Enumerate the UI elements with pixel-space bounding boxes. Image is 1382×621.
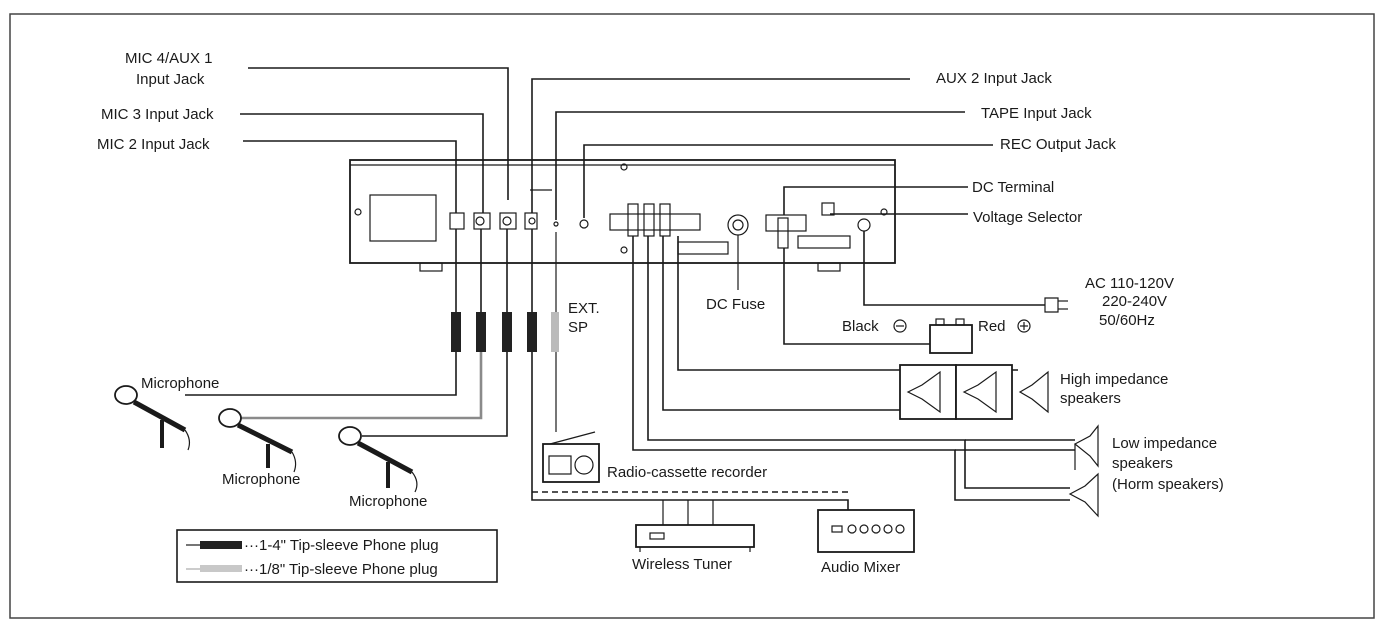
legend-eighth-plug-label: ···1/8" Tip-sleeve Phone plug	[244, 561, 438, 578]
quarter-plug	[527, 312, 537, 352]
aux2-label: AUX 2 Input Jack	[936, 70, 1052, 87]
wireless-tuner-label: Wireless Tuner	[632, 556, 732, 573]
horn-speakers-label: (Horm speakers)	[1112, 476, 1224, 493]
microphone-icon	[114, 385, 191, 451]
legend-quarter-plug-label: ···1-4" Tip-sleeve Phone plug	[244, 537, 439, 554]
quarter-plug	[451, 312, 461, 352]
microphone-label: Microphone	[349, 493, 427, 510]
audio-mixer-label: Audio Mixer	[821, 559, 900, 576]
plug-legend	[176, 529, 498, 583]
high-impedance-sub-label: speakers	[1060, 390, 1121, 407]
dc-fuse-label: DC Fuse	[706, 296, 765, 313]
eighth-plug	[551, 312, 559, 352]
horn-speakers-icon	[1068, 424, 1099, 518]
dc-terminal-label: DC Terminal	[972, 179, 1054, 196]
audio-mixer-icon	[817, 509, 915, 553]
microphone-label: Microphone	[141, 375, 219, 392]
battery-icon	[929, 318, 973, 354]
ac-voltage-alt-label: 220-240V	[1102, 293, 1167, 310]
ext-sp-label: EXT.	[568, 300, 600, 317]
wireless-tuner-icon	[635, 524, 755, 552]
ac-frequency-label: 50/60Hz	[1099, 312, 1155, 329]
red-label: Red	[978, 318, 1006, 335]
microphone-icon	[218, 408, 297, 473]
quarter-plug	[476, 312, 486, 352]
cables	[185, 229, 1075, 525]
radio-cassette-icon	[542, 431, 600, 483]
radio-cassette-label: Radio-cassette recorder	[607, 464, 767, 481]
mic4-aux1-label: MIC 4/AUX 1	[125, 50, 213, 67]
black-label: Black	[842, 318, 879, 335]
ac-plug-icon	[1044, 297, 1068, 313]
rec-label: REC Output Jack	[1000, 136, 1116, 153]
amplifier-rear-panel	[349, 159, 896, 272]
mic4-aux1-sub-label: Input Jack	[136, 71, 205, 88]
low-impedance-sub-label: speakers	[1112, 455, 1173, 472]
low-impedance-label: Low impedance	[1112, 435, 1217, 452]
high-impedance-speakers-icon	[899, 364, 1049, 420]
voltage-selector-label: Voltage Selector	[973, 209, 1082, 226]
tape-label: TAPE Input Jack	[981, 105, 1092, 122]
quarter-plug	[502, 312, 512, 352]
microphone-icon	[338, 426, 418, 493]
mic2-label: MIC 2 Input Jack	[97, 136, 210, 153]
ext-sp-sub-label: SP	[568, 319, 588, 336]
ac-voltage-label: AC 110-120V	[1085, 275, 1174, 292]
diagram-border	[9, 13, 1375, 619]
mic3-label: MIC 3 Input Jack	[101, 106, 214, 123]
minus-icon	[893, 319, 907, 333]
high-impedance-label: High impedance	[1060, 371, 1168, 388]
plus-icon	[1017, 319, 1031, 333]
microphone-label: Microphone	[222, 471, 300, 488]
callout-lines	[240, 67, 993, 220]
